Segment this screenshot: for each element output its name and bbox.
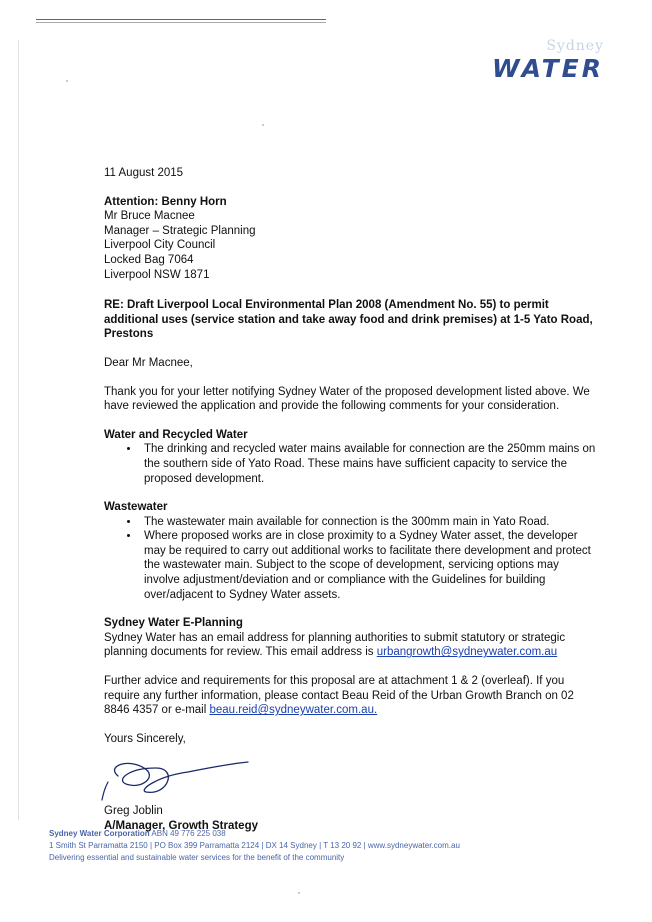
left-margin-line: [18, 40, 19, 820]
section-heading: Water and Recycled Water: [104, 428, 248, 441]
letter-body: 11 August 2015 Attention: Benny Horn Mr …: [101, 166, 604, 834]
footer-corp: Sydney Water Corporation: [49, 829, 150, 838]
letter-footer: Sydney Water Corporation ABN 49 776 225 …: [49, 828, 460, 864]
scan-speck: [298, 892, 300, 894]
bullet-item: The wastewater main available for connec…: [140, 515, 596, 530]
section-wastewater: Wastewater The wastewater main available…: [104, 500, 604, 602]
top-rule: [36, 19, 326, 20]
address-line: Liverpool NSW 1871: [104, 268, 210, 281]
further-text: Further advice and requirements for this…: [104, 675, 574, 717]
address-line: Locked Bag 7064: [104, 253, 194, 266]
address-line: Mr Bruce Macnee: [104, 210, 195, 223]
section-heading: Sydney Water E-Planning: [104, 617, 243, 630]
recipient-address: Attention: Benny Horn Mr Bruce Macnee Ma…: [104, 195, 604, 283]
scan-speck: [66, 80, 68, 82]
handwritten-signature: [98, 746, 258, 804]
eplanning-text: Sydney Water has an email address for pl…: [104, 631, 566, 659]
further-paragraph: Further advice and requirements for this…: [104, 674, 596, 718]
beau-reid-email-link[interactable]: beau.reid@sydneywater.com.au.: [209, 704, 378, 717]
section-water: Water and Recycled Water The drinking an…: [104, 428, 604, 486]
closing: Yours Sincerely,: [104, 732, 186, 745]
urbangrowth-email-link[interactable]: urbangrowth@sydneywater.com.au: [376, 646, 558, 659]
attention-line: Attention: Benny Horn: [104, 195, 227, 208]
logo-sydney-text: Sydney: [546, 38, 604, 54]
footer-tagline: Delivering essential and sustainable wat…: [49, 853, 345, 862]
logo-water-text: WATER: [491, 54, 604, 83]
intro-paragraph: Thank you for your letter notifying Sydn…: [104, 385, 590, 413]
bullet-item: Where proposed works are in close proxim…: [140, 529, 596, 602]
footer-address: 1 Smith St Parramatta 2150 | PO Box 399 …: [49, 841, 460, 850]
salutation: Dear Mr Macnee,: [104, 356, 193, 369]
address-line: Liverpool City Council: [104, 239, 216, 252]
bullet-item: The drinking and recycled water mains av…: [140, 442, 596, 486]
signatory-name: Greg Joblin: [104, 805, 163, 818]
bullet-list: The drinking and recycled water mains av…: [104, 442, 604, 486]
bullet-list: The wastewater main available for connec…: [104, 515, 604, 603]
signature-drawing: [101, 761, 249, 802]
address-line: Manager – Strategic Planning: [104, 224, 256, 237]
scan-speck: [262, 124, 264, 126]
section-heading: Wastewater: [104, 501, 168, 514]
letter-subject: RE: Draft Liverpool Local Environmental …: [104, 299, 593, 341]
footer-corp-line: Sydney Water Corporation ABN 49 776 225 …: [49, 828, 460, 840]
top-rule-secondary: [36, 22, 326, 23]
section-eplanning: Sydney Water E-Planning Sydney Water has…: [104, 616, 604, 660]
footer-abn: ABN 49 776 225 038: [151, 829, 226, 838]
sydney-water-logo: Sydney WATER: [478, 38, 608, 88]
letter-date: 11 August 2015: [104, 167, 184, 179]
signatory-title: A/Manager, Growth Strategy: [104, 820, 259, 832]
signature-block: Yours Sincerely, Greg Joblin A/Manager, …: [101, 732, 604, 834]
